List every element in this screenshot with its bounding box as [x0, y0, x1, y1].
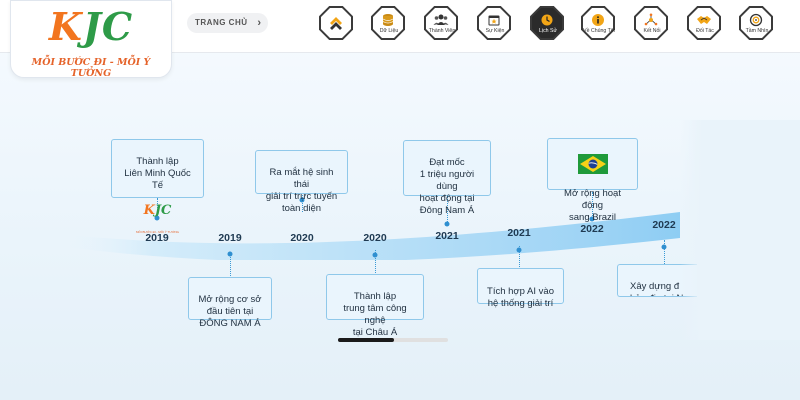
chevron-right-icon: › — [257, 17, 262, 29]
members-icon — [424, 12, 458, 28]
nav-connect[interactable]: Kết Nối — [631, 6, 673, 48]
card-text: Thành lập trung tâm công nghệ tại Châu Á — [343, 291, 407, 338]
mini-logo-slogan: MỖI BƯỚC ĐI - MỖI Ý TƯỞNG — [135, 230, 180, 234]
timeline-dot — [227, 251, 233, 257]
brand-logo[interactable]: KJC MỖI BƯỚC ĐI - MỖI Ý TƯỞNG — [10, 0, 172, 79]
logo-wordmark: KJC — [48, 4, 134, 49]
breadcrumb-home[interactable]: TRANG CHỦ › — [187, 13, 268, 33]
nav-members[interactable]: Thành Viên — [421, 6, 463, 48]
timeline-year: 2020 — [363, 232, 387, 244]
card-text: Thành lập Liên Minh Quốc Tế — [124, 156, 191, 191]
nav-chevrons-up[interactable] — [316, 6, 358, 48]
timeline-year: 2022 — [580, 223, 604, 235]
network-icon — [634, 12, 668, 28]
timeline-card[interactable]: Tích hợp AI vào hệ thống giải trí — [477, 268, 564, 309]
kjc-logo-icon: KJC — [143, 203, 172, 218]
timeline-fade — [680, 120, 800, 340]
timeline-dot — [444, 221, 450, 227]
timeline-dot — [299, 197, 305, 203]
breadcrumb-label: TRANG CHỦ — [195, 18, 248, 27]
timeline-card[interactable]: Đạt mốc 1 triệu người dùng hoạt động tại… — [403, 140, 491, 216]
nav-vision[interactable]: Tầm Nhìn — [736, 6, 778, 48]
timeline-card[interactable]: Thành lập Liên Minh Quốc Tế KJC MỖI BƯỚC… — [111, 139, 204, 234]
info-icon — [581, 12, 615, 28]
database-icon — [371, 12, 405, 28]
timeline-year: 2020 — [290, 232, 314, 244]
timeline-year: 2022 — [652, 219, 676, 231]
logo-slogan: MỖI BƯỚC ĐI - MỖI Ý TƯỞNG — [31, 57, 151, 79]
calendar-star-icon — [477, 12, 511, 28]
target-icon — [739, 12, 773, 28]
timeline-band — [60, 212, 680, 260]
timeline-year: 2019 — [218, 232, 242, 244]
card-text: Tích hợp AI vào hệ thống giải trí — [487, 286, 554, 309]
clock-icon — [530, 12, 564, 28]
nav-partners[interactable]: Đối Tác — [684, 6, 726, 48]
nav-label: Về Chúng Tôi — [583, 28, 615, 34]
timeline-scrollbar[interactable] — [338, 338, 448, 342]
card-text: Mở rộng hoạt động sang Brazil — [564, 188, 621, 223]
timeline-dot — [516, 247, 522, 253]
nav-data[interactable]: Dữ Liệu — [368, 6, 410, 48]
timeline-year: 2021 — [507, 227, 531, 239]
timeline-dot — [372, 252, 378, 258]
nav-label: Sự Kiện — [485, 28, 505, 34]
nav-label: Tầm Nhìn — [745, 28, 769, 34]
nav-label: Dữ Liệu — [379, 28, 399, 34]
timeline-card[interactable]: Ra mắt hệ sinh thái giải trí trực tuyến … — [255, 150, 348, 214]
scrollbar-thumb[interactable] — [338, 338, 394, 342]
nav-history[interactable]: Lịch Sử — [527, 6, 569, 48]
handshake-icon — [687, 12, 721, 28]
nav-about[interactable]: Về Chúng Tôi — [578, 6, 620, 48]
timeline-card[interactable]: Mở rộng hoạt động sang Brazil — [547, 138, 638, 223]
nav-label: Thành Viên — [428, 28, 456, 34]
timeline-dot — [154, 215, 160, 221]
card-text: Đạt mốc 1 triệu người dùng hoạt động tại… — [419, 157, 475, 216]
brazil-flag-icon — [577, 154, 608, 174]
chevrons-up-icon — [319, 15, 353, 31]
timeline-dot — [661, 244, 667, 250]
timeline-year: 2019 — [145, 232, 169, 244]
nav-label: Lịch Sử — [539, 28, 557, 34]
nav-label: Đối Tác — [696, 28, 714, 34]
timeline-card[interactable]: Mở rộng cơ sở đầu tiên tại ĐÔNG NAM Á — [188, 277, 272, 329]
nav-label: Kết Nối — [643, 28, 661, 34]
timeline-dot — [589, 216, 595, 222]
timeline-card[interactable]: Thành lập trung tâm công nghệ tại Châu Á — [326, 274, 424, 338]
nav-events[interactable]: Sự Kiện — [474, 6, 516, 48]
timeline-year: 2021 — [435, 230, 459, 242]
card-text: Ra mắt hệ sinh thái giải trí trực tuyến … — [265, 167, 338, 214]
card-text: Mở rộng cơ sở đầu tiên tại ĐÔNG NAM Á — [198, 294, 262, 329]
